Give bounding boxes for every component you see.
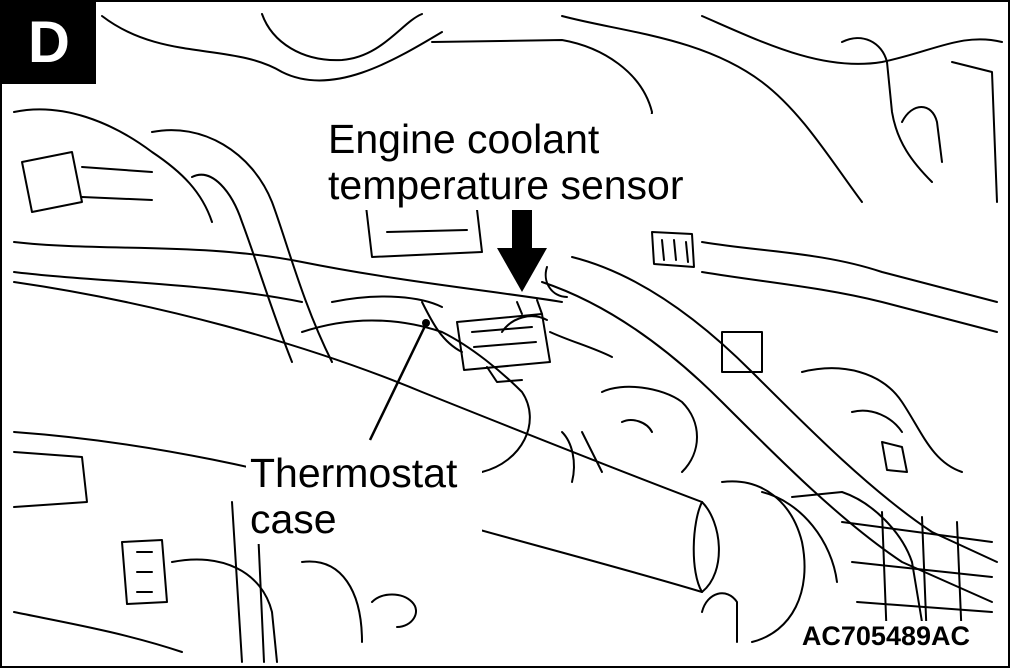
- sensor-label-background: [324, 114, 734, 210]
- thermostat-label-background: [246, 448, 482, 544]
- thermostat-label-line1: Thermostat: [250, 450, 458, 496]
- sensor-label-line1: Engine coolant: [328, 116, 600, 162]
- sensor-label-line2: temperature sensor: [328, 162, 684, 208]
- thermostat-case-leader-dot: [422, 319, 430, 327]
- sensor-pointer-arrow: [497, 210, 547, 292]
- thermostat-case-leader-line: [368, 323, 428, 441]
- panel-letter-badge: D: [2, 2, 96, 84]
- thermostat-label-line2: case: [250, 496, 337, 542]
- figure-code: AC705489AC: [797, 621, 974, 652]
